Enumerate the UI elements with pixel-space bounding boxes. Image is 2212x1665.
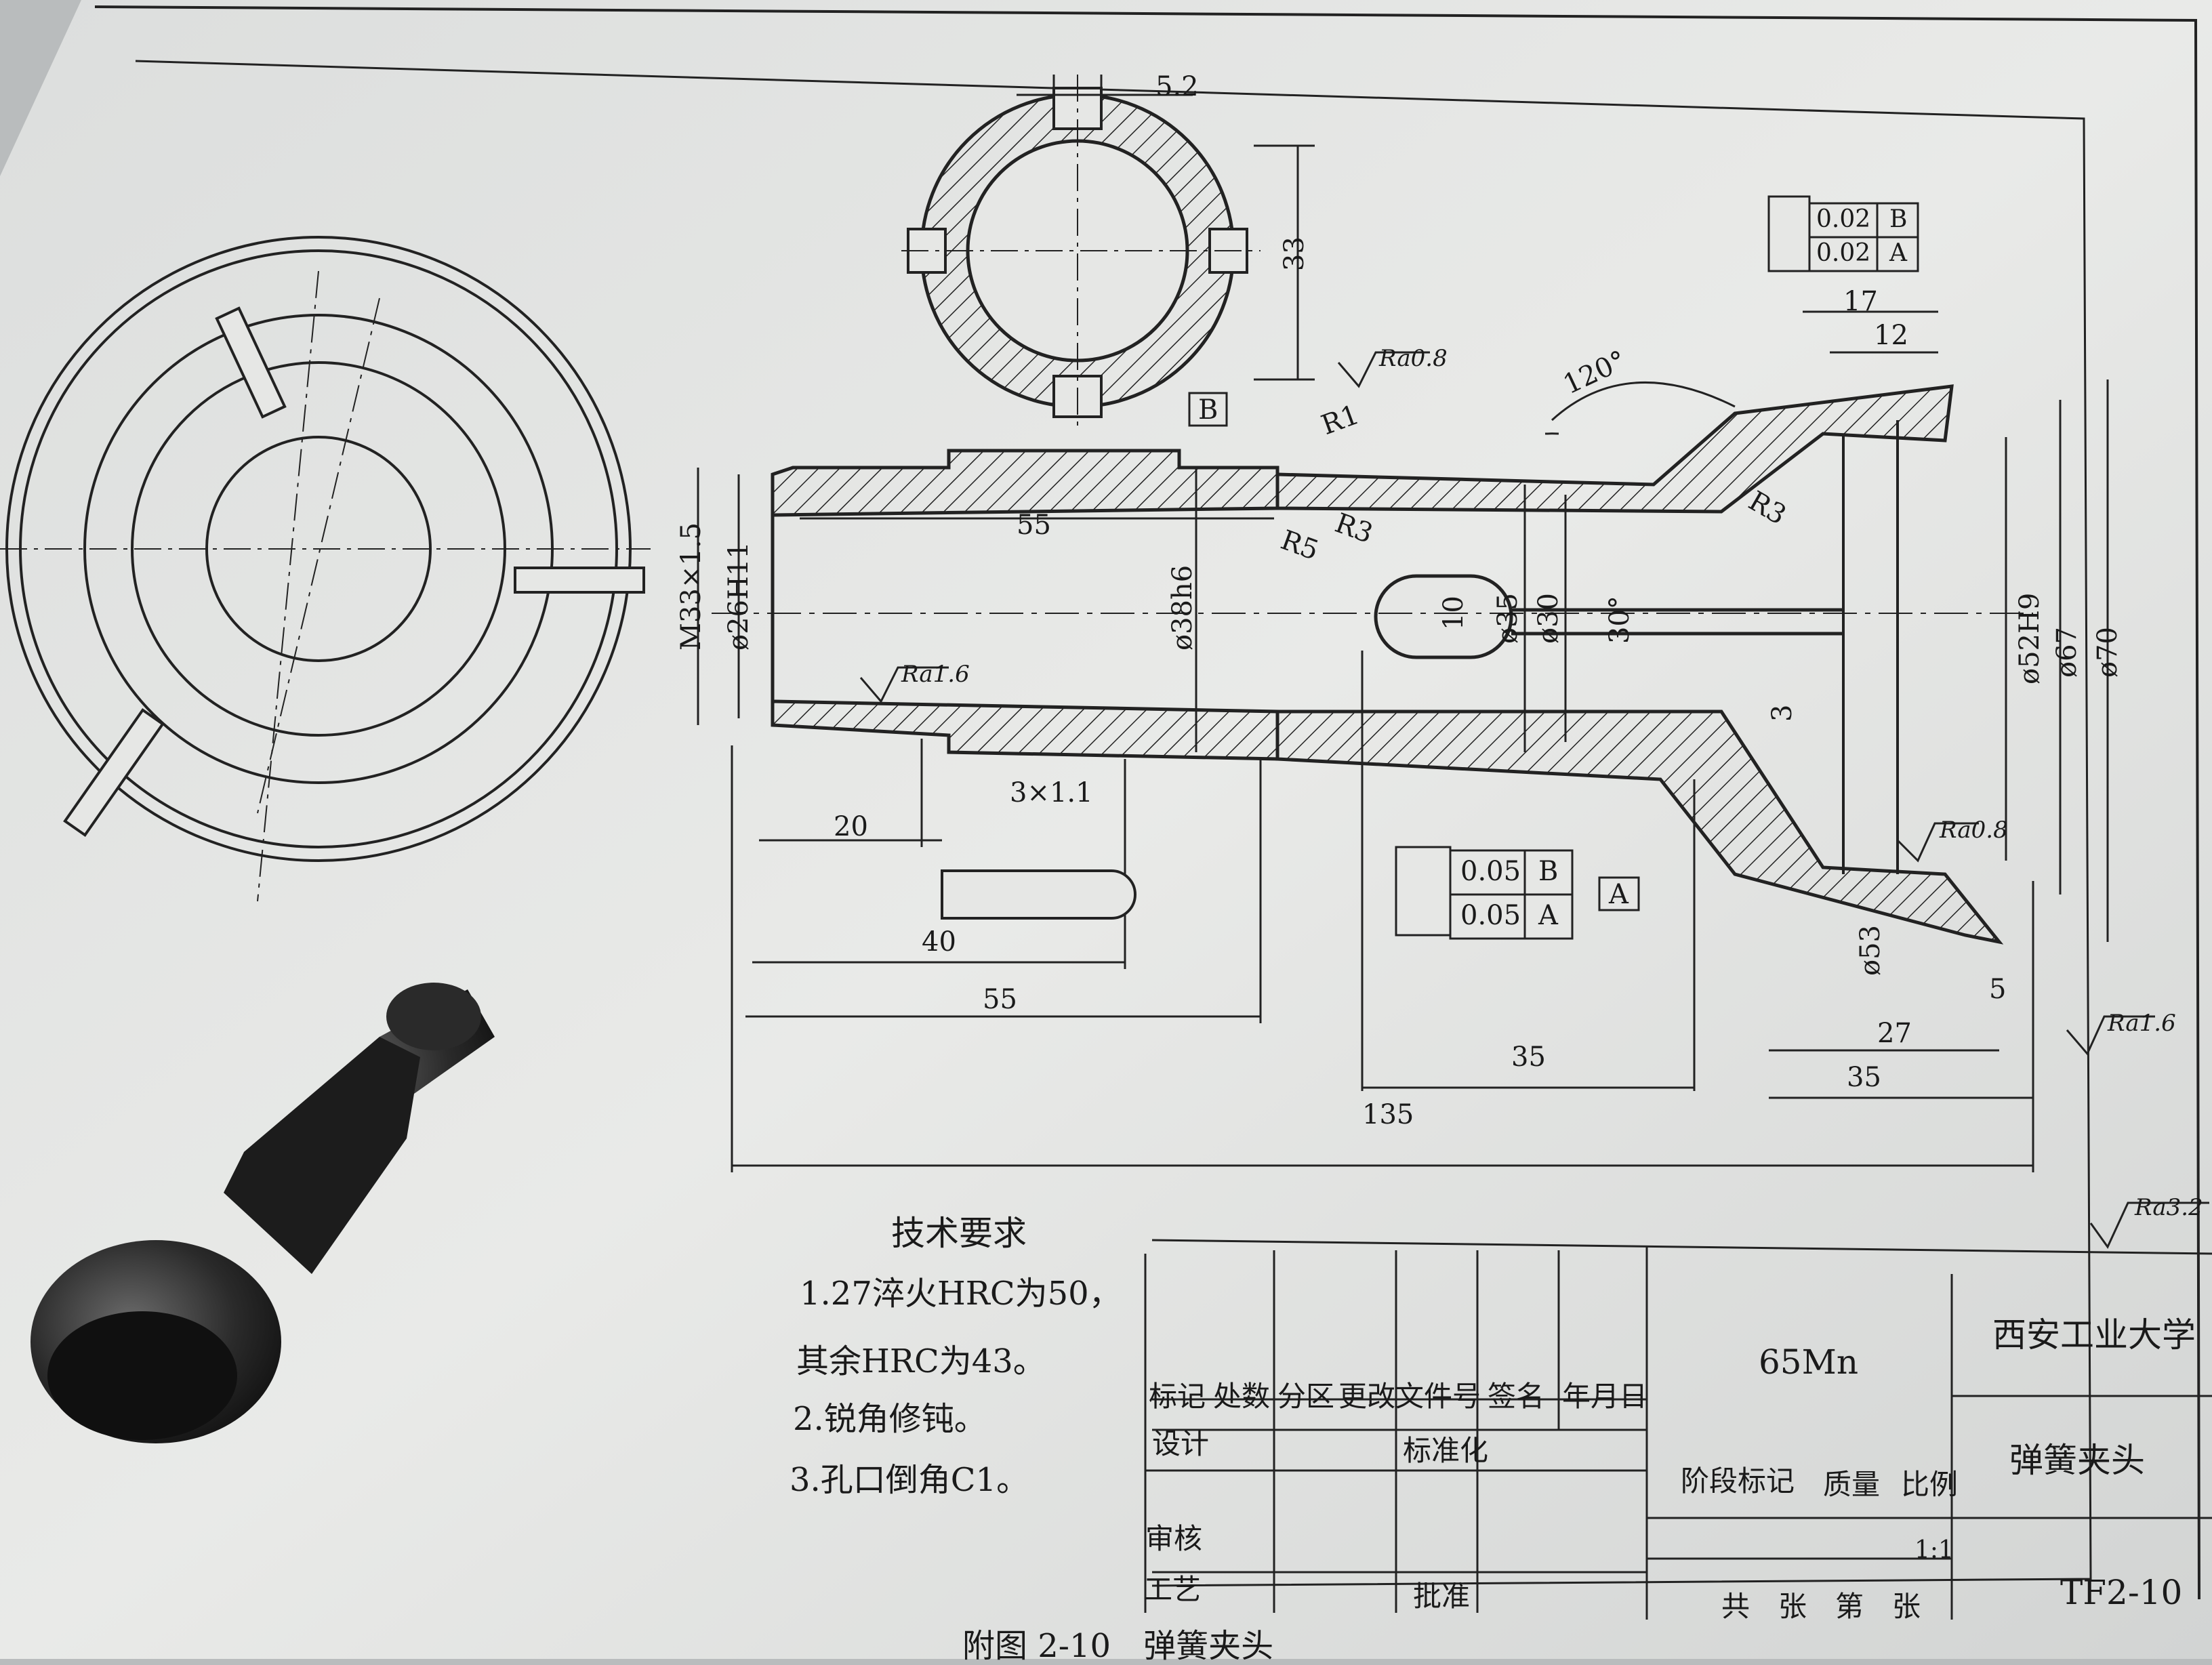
notes-title: 技术要求 [891,1214,1027,1253]
cross-section [901,75,1315,427]
tb-process: 工艺 [1144,1573,1202,1606]
len-20-dim: 20 [834,811,868,842]
dia-53-dim: ø53 [1855,925,1886,976]
tb-h-count: 处数 [1213,1380,1271,1413]
inner-border [135,60,2092,1587]
angle-30-dim: 30° [1604,596,1635,644]
bore-length-dim: 55 [1017,510,1051,541]
dia-67-dim: ø67 [2051,627,2083,678]
tb-stage: 阶段标记 [1681,1464,1795,1498]
len-27-dim: 27 [1877,1018,1912,1049]
ra32: Ra3.2 [2135,1194,2203,1221]
note-line-2: 其余HRC为43。 [796,1342,1046,1380]
len-55b-dim: 55 [983,984,1017,1015]
main-section [712,384,2033,945]
tol-bottom-datum-1: B [1538,856,1559,887]
len-40-dim: 40 [922,926,956,958]
tol-bottom-value-1: 0.05 [1460,856,1521,887]
tb-h-doc: 更改文件号 [1338,1380,1481,1413]
dia-52-dim: ø52H9 [2014,592,2045,684]
len-12-dim: 12 [1874,320,1908,351]
dim-3: 3 [1767,704,1798,722]
note-line-1: 1.27淬火HRC为50， [800,1275,1122,1313]
tb-scale-value: 1:1 [1914,1536,1954,1564]
tb-sheets: 共 张 第 张 [1721,1590,1921,1623]
note-line-3: 2.锐角修钝。 [793,1400,987,1438]
tb-standard: 标准化 [1403,1434,1489,1467]
thread-dim: M33×1.5 [676,522,707,651]
end-view [0,236,651,902]
tb-h-date: 年月日 [1562,1380,1648,1413]
tol-top-datum-1: B [1889,205,1908,233]
len-135-dim: 135 [1362,1099,1414,1130]
keyway-view [941,869,1136,920]
slot-10-dim: 10 [1438,596,1469,630]
dimension-lines [697,310,2109,1172]
tol-top-value-2: 0.02 [1816,239,1871,267]
tb-school: 西安工业大学 [1992,1315,2196,1355]
tb-h-sign: 签名 [1488,1380,1545,1413]
section-height-dim: 33 [1279,237,1310,271]
tolerance-frames [1188,195,1919,940]
tb-drawing-no: TF2-10 [2060,1573,2183,1612]
outer-border [94,5,2200,1600]
len-35b-dim: 35 [1847,1062,1881,1093]
note-line-4: 3.孔口倒角C1。 [790,1461,1029,1499]
tb-approve: 批准 [1413,1580,1471,1613]
tol-bottom-value-2: 0.05 [1460,900,1521,931]
tol-bottom-datum-2: A [1538,900,1558,931]
datum-b: B [1198,394,1218,426]
tb-design: 设计 [1152,1427,1210,1460]
roughness-symbols [859,351,2209,1249]
tol-top-datum-2: A [1889,239,1907,267]
tb-scale-label: 比例 [1901,1468,1959,1501]
tb-h-zone: 分区 [1277,1380,1335,1413]
len-17-dim: 17 [1843,286,1878,317]
dia-70-dim: ø70 [2092,627,2123,678]
title-block-grid [1144,1239,2212,1620]
len-35a-dim: 35 [1511,1042,1546,1073]
tol-top-value-1: 0.02 [1816,205,1871,233]
tb-review: 审核 [1145,1522,1203,1555]
ra16-left: Ra1.6 [901,661,970,688]
ra08-right: Ra0.8 [1940,817,2008,844]
len-5-dim: 5 [1989,974,2007,1005]
part-photo [30,983,495,1443]
tb-h-mark: 标记 [1149,1380,1206,1413]
bore-dim: ø26H11 [723,541,754,651]
tb-part-name: 弹簧夹头 [2009,1441,2145,1480]
slot-width-dim: 5.2 [1155,71,1199,102]
datum-a: A [1609,879,1629,910]
figure-caption: 附图 2-10 弹簧夹头 [962,1627,1274,1665]
ra08-top: Ra0.8 [1379,345,1448,372]
tb-material: 65Mn [1759,1342,1859,1382]
shank-dia-dim: ø38h6 [1167,564,1198,651]
tb-mass: 质量 [1823,1468,1881,1501]
ra16-right: Ra1.6 [2108,1010,2176,1037]
dia-30-dim: ø30 [1533,593,1564,644]
dia-35-dim: ø35 [1492,593,1523,644]
groove-dim: 3×1.1 [1010,777,1093,808]
